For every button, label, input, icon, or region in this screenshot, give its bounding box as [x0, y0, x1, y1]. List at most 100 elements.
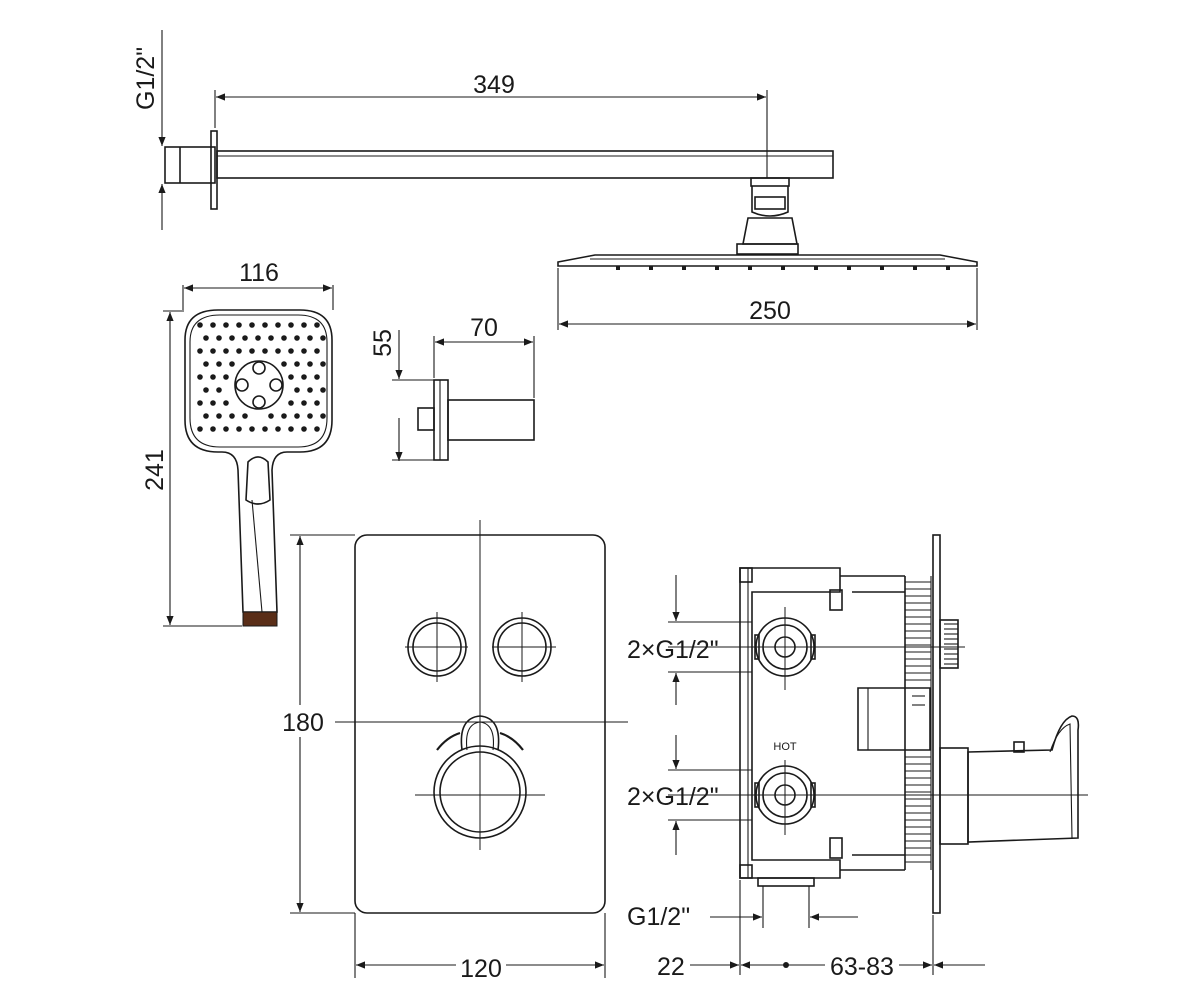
- hose-nut: [242, 611, 278, 627]
- thermostat-handle-side[interactable]: [967, 715, 1080, 843]
- jet: [249, 426, 255, 432]
- hand-width-label: 116: [239, 259, 279, 287]
- pipe-thread-label: G1/2": [132, 47, 160, 110]
- jet: [320, 413, 326, 419]
- jet: [307, 361, 313, 367]
- arm-length-label: 349: [473, 71, 515, 99]
- jet: [320, 335, 326, 341]
- jet: [210, 374, 216, 380]
- jet: [210, 400, 216, 406]
- plate-height-label: 180: [282, 709, 324, 737]
- jet: [216, 335, 222, 341]
- holder-height-label: 55: [369, 329, 397, 357]
- nozzle: [781, 266, 785, 270]
- jet: [203, 361, 209, 367]
- jet: [268, 413, 274, 419]
- side-section-view: HOT 2×G1/2" 2×G1/2" G1/2": [627, 534, 1088, 981]
- jet: [229, 413, 235, 419]
- jet: [197, 374, 203, 380]
- jet: [320, 387, 326, 393]
- hand-shower-button: [245, 456, 271, 505]
- jet: [197, 400, 203, 406]
- jet: [288, 322, 294, 328]
- outlet-thread-top-label: 2×G1/2": [627, 636, 719, 664]
- wall-holder-view: 55 70: [369, 314, 535, 461]
- jet: [294, 335, 300, 341]
- jet: [216, 387, 222, 393]
- bottom-outlet: [757, 877, 815, 887]
- jet: [275, 322, 281, 328]
- jet: [262, 426, 268, 432]
- nozzle: [715, 266, 719, 270]
- shower-arm: [216, 150, 834, 179]
- shower-arm-view: G1/2" 349 250: [132, 30, 978, 330]
- wall-offset-label: 22: [657, 953, 685, 981]
- jet: [223, 322, 229, 328]
- jet: [242, 335, 248, 341]
- jet: [294, 413, 300, 419]
- jet: [314, 348, 320, 354]
- outlet-button-right[interactable]: [492, 617, 552, 677]
- shower-head-nozzles: [616, 266, 950, 270]
- nozzle: [616, 266, 620, 270]
- jet: [203, 335, 209, 341]
- valve-housing: [739, 567, 841, 879]
- jet: [210, 426, 216, 432]
- jet: [288, 426, 294, 432]
- cartridge: [857, 687, 931, 751]
- swivel-collar: [750, 177, 790, 187]
- jet: [307, 413, 313, 419]
- outlet-button-left[interactable]: [407, 617, 467, 677]
- nozzle: [847, 266, 851, 270]
- stem-knurling: [944, 623, 958, 665]
- nozzle: [649, 266, 653, 270]
- jet: [301, 426, 307, 432]
- jet: [314, 426, 320, 432]
- jet: [275, 348, 281, 354]
- jet: [223, 374, 229, 380]
- hand-length-label: 241: [141, 449, 169, 491]
- wall-plate-side: [932, 534, 941, 914]
- jet: [197, 348, 203, 354]
- jet: [223, 400, 229, 406]
- jet: [216, 413, 222, 419]
- jet: [236, 426, 242, 432]
- jet: [301, 348, 307, 354]
- jet: [314, 374, 320, 380]
- jet: [242, 413, 248, 419]
- jet: [301, 374, 307, 380]
- holder-stud: [417, 407, 435, 431]
- holder-plate: [433, 379, 449, 461]
- nozzle: [880, 266, 884, 270]
- temp-arc-left: [436, 731, 461, 751]
- nozzle: [946, 266, 950, 270]
- thermostat-knob[interactable]: [433, 745, 527, 839]
- jet: [320, 361, 326, 367]
- hot-label: HOT: [773, 741, 797, 753]
- jet: [216, 361, 222, 367]
- jet: [262, 322, 268, 328]
- jet: [249, 348, 255, 354]
- wall-flange: [210, 130, 218, 210]
- jet: [288, 348, 294, 354]
- jet: [268, 335, 274, 341]
- wall-connector: [164, 146, 216, 184]
- nozzle: [748, 266, 752, 270]
- nozzle: [913, 266, 917, 270]
- jet: [288, 400, 294, 406]
- handle-base: [939, 747, 969, 845]
- jet: [197, 322, 203, 328]
- jet: [255, 335, 261, 341]
- hand-shower-view: 116 241: [141, 259, 334, 627]
- jet: [223, 426, 229, 432]
- jet: [203, 413, 209, 419]
- hand-shower-jets: [197, 322, 326, 432]
- nozzle: [814, 266, 818, 270]
- jet: [210, 322, 216, 328]
- holder-depth-label: 70: [470, 314, 498, 342]
- jet: [307, 335, 313, 341]
- nozzle: [682, 266, 686, 270]
- jet: [314, 400, 320, 406]
- jet: [275, 426, 281, 432]
- sleeve-thread: [904, 576, 932, 870]
